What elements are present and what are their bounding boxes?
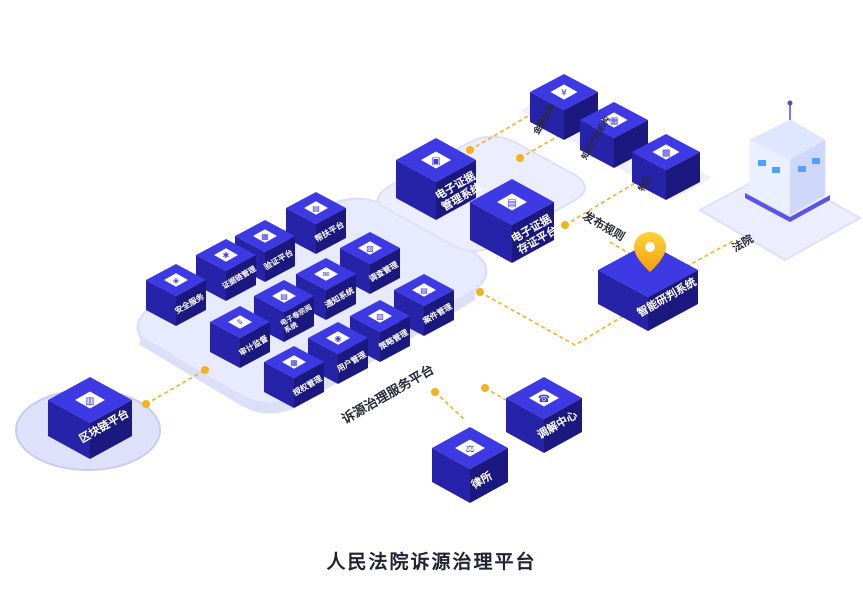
evidence-mgmt-block[interactable]: ▣电子证据管理系统 [396, 138, 484, 220]
svg-text:▧: ▧ [376, 312, 384, 321]
module-verify[interactable]: ▦验证平台 [235, 220, 295, 282]
svg-text:◉: ◉ [335, 334, 342, 343]
svg-text:▤: ▤ [420, 286, 428, 295]
module-blocks: ¥▦▩▣电子证据管理系统▤电子证据存证平台智能研判系统▤帮扶平台▦验证平台✱证据… [48, 74, 700, 503]
page-title: 人民法院诉源治理平台 [326, 551, 537, 573]
publish-rule-label: 发布规则 [580, 208, 628, 244]
court-building[interactable] [745, 100, 830, 223]
svg-text:▤: ▤ [312, 204, 320, 213]
property-block[interactable]: ▩ [632, 134, 700, 200]
module-chain-mgmt[interactable]: ✱证据链管理 [196, 239, 258, 301]
connector-lines [145, 111, 736, 421]
svg-text:▦: ▦ [261, 232, 269, 241]
svg-text:▦: ▦ [610, 117, 619, 127]
evidence-store-block[interactable]: ▤电子证据存证平台 [470, 179, 560, 263]
svg-text:▧: ▧ [366, 244, 374, 253]
svg-text:◈: ◈ [173, 276, 180, 285]
connector-dots [142, 146, 684, 408]
module-help[interactable]: ▤帮扶平台 [286, 192, 346, 254]
blockchain-block[interactable]: ▥区块链平台 [48, 377, 132, 459]
lawyer-block[interactable]: ⚖律所 [432, 427, 508, 503]
svg-text:▤: ▤ [280, 292, 288, 301]
svg-text:✎: ✎ [237, 318, 244, 327]
finance-block[interactable]: ¥ [530, 74, 598, 140]
svg-text:⚖: ⚖ [466, 444, 475, 455]
module-auth[interactable]: ▦授权管理 [264, 346, 324, 408]
svg-text:▦: ▦ [290, 358, 298, 367]
svg-text:☎: ☎ [538, 394, 550, 405]
svg-text:▤: ▤ [507, 198, 516, 209]
module-security[interactable]: ◈安全服务 [146, 264, 207, 326]
svg-text:✱: ✱ [223, 251, 230, 260]
ip-block[interactable]: ▦ [580, 102, 648, 168]
module-case[interactable]: ▤案件管理 [394, 274, 454, 336]
module-user[interactable]: ◉用户管理 [308, 322, 368, 384]
module-audit[interactable]: ✎审计监督 [210, 306, 270, 368]
location-pin-icon [634, 232, 666, 272]
mediation-block[interactable]: ☎调解中心 [506, 377, 582, 453]
svg-text:▩: ▩ [662, 149, 671, 159]
module-e-doc[interactable]: ▤电子卷宗阅系统 [254, 280, 317, 342]
svg-text:▣: ▣ [431, 156, 440, 167]
svg-text:✉: ✉ [323, 270, 330, 279]
svg-text:¥: ¥ [561, 89, 567, 99]
svg-text:▥: ▥ [85, 396, 94, 407]
module-survey[interactable]: ▧调查管理 [340, 232, 400, 294]
